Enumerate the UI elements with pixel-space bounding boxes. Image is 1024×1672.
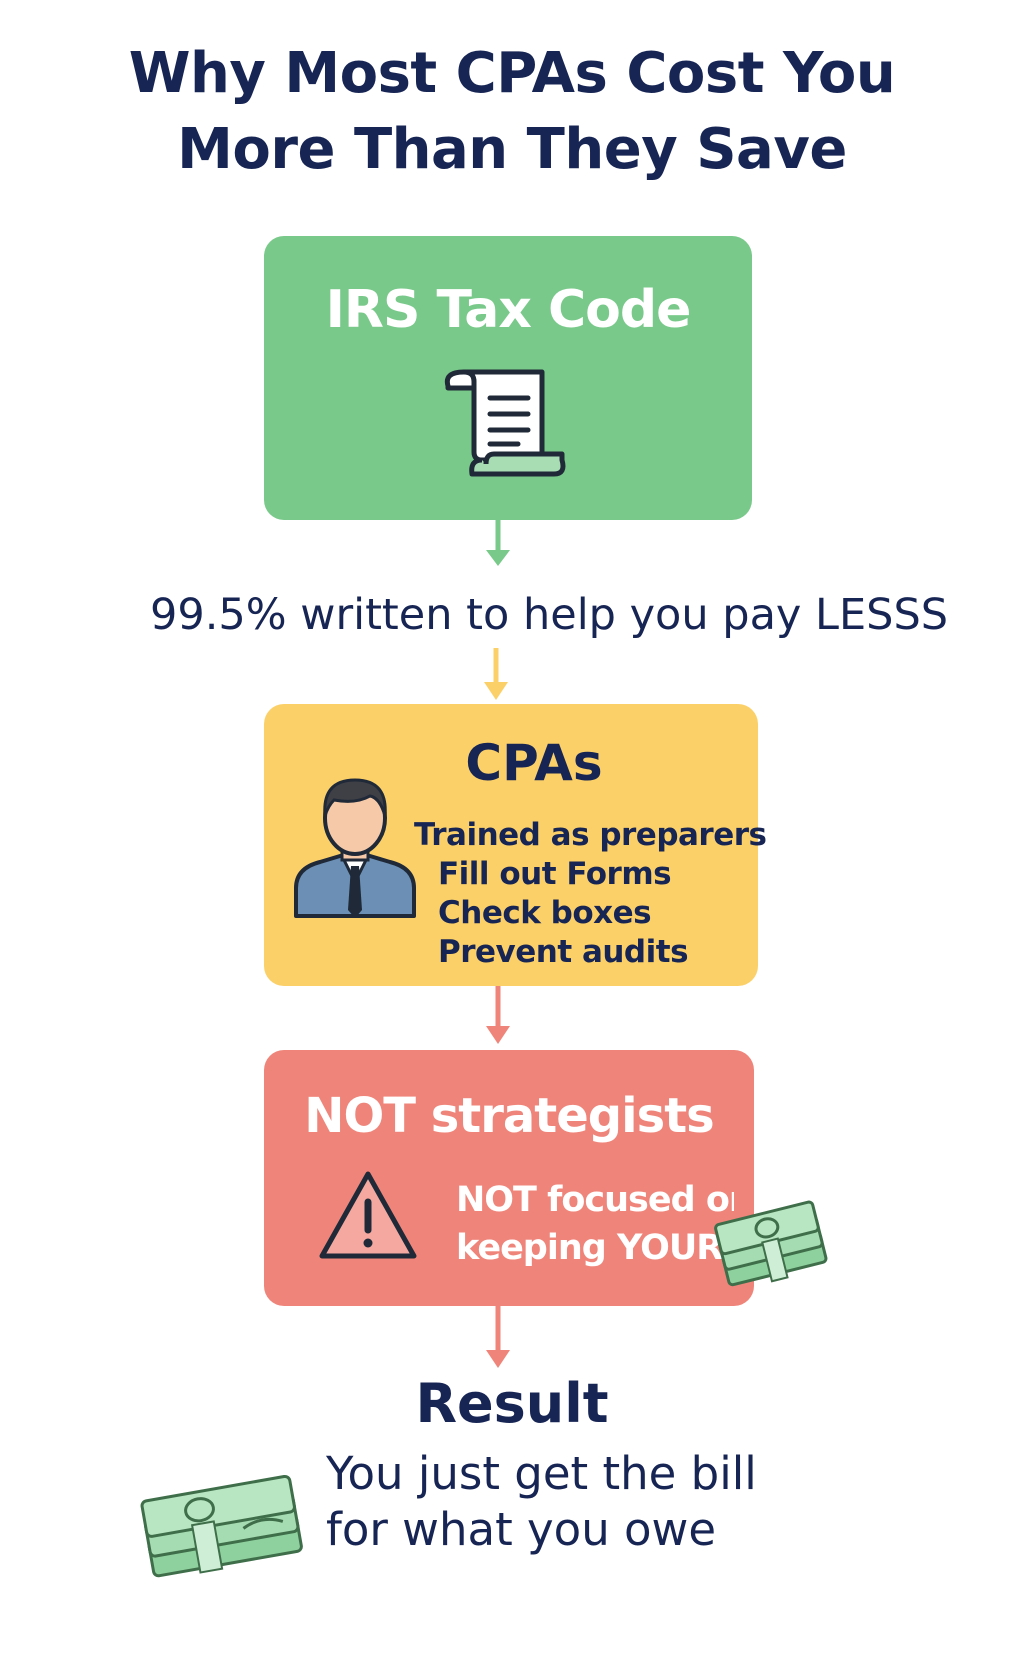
arrow-down-red xyxy=(486,986,510,1044)
cpas-line-4: Prevent audits xyxy=(438,934,689,970)
money-stack-icon-result xyxy=(140,1474,303,1578)
warning-triangle-icon xyxy=(319,1171,417,1259)
cpas-line-1: Trained as preparers xyxy=(414,817,767,853)
not-strategists-box: NOT strategists NOT focused on keeping Y… xyxy=(264,1050,754,1306)
not-strategists-title: NOT strategists xyxy=(304,1088,714,1144)
result-line-1: You just get the bill xyxy=(326,1447,757,1500)
step-caption: 99.5% written to help you pay LESSS xyxy=(150,590,949,640)
title-line-2: More Than They Save xyxy=(177,117,847,182)
cpas-description: Trained as preparers Fill out Forms Chec… xyxy=(414,816,767,972)
not-strategists-text: NOT focused on keeping YOUR m xyxy=(456,1176,734,1272)
arrow-down-yellow xyxy=(484,648,508,700)
cpas-box: CPAs Trained as preparers Fill out Forms… xyxy=(264,704,767,986)
result-title: Result xyxy=(415,1372,609,1435)
not-strategists-line-2: keeping YOUR m xyxy=(456,1228,734,1268)
cpas-line-3: Check boxes xyxy=(438,895,652,931)
scroll-document-icon xyxy=(444,369,566,477)
not-strategists-line-1: NOT focused on xyxy=(456,1180,734,1220)
irs-tax-code-box: IRS Tax Code xyxy=(264,236,752,520)
title-line-1: Why Most CPAs Cost You xyxy=(128,41,896,106)
money-stack-icon xyxy=(714,1200,828,1287)
cpas-box-title: CPAs xyxy=(465,734,603,792)
result-line-2: for what you owe xyxy=(326,1503,717,1556)
arrow-down-red-2 xyxy=(486,1306,510,1368)
cpas-line-2: Fill out Forms xyxy=(438,856,672,892)
irs-box-title: IRS Tax Code xyxy=(325,280,692,340)
businessman-icon xyxy=(294,778,416,918)
arrow-down-green xyxy=(486,520,510,566)
page-title: Why Most CPAs Cost You More Than They Sa… xyxy=(0,36,1024,188)
result-description: You just get the bill for what you owe xyxy=(326,1446,886,1558)
